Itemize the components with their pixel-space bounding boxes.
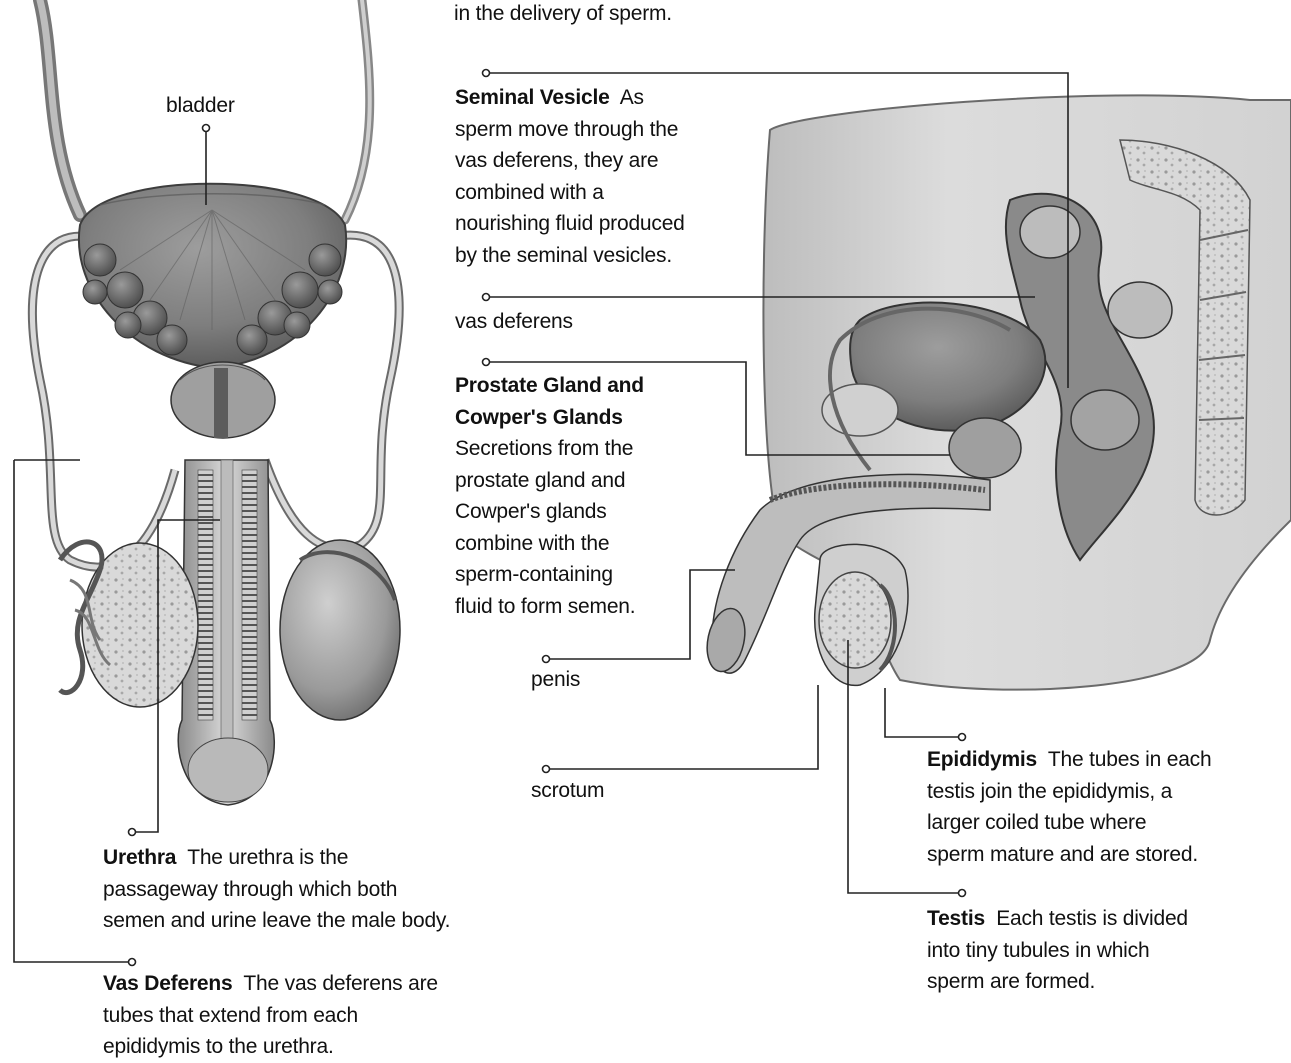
text-line: nourishing fluid produced xyxy=(455,208,685,240)
label-penis: penis xyxy=(531,664,580,696)
text-line: combined with a xyxy=(455,177,685,209)
text-line: by the seminal vesicles. xyxy=(455,240,685,272)
prostate-title-line: Prostate Gland and xyxy=(455,370,644,402)
label-vas-deferens: vas deferens xyxy=(455,306,573,338)
text-line: combine with the xyxy=(455,528,644,560)
label-bladder: bladder xyxy=(166,90,235,122)
text-line: testis join the epididymis, a xyxy=(927,776,1211,808)
text-line: As xyxy=(620,86,644,109)
epididymis-description: Epididymis The tubes in each testis join… xyxy=(927,744,1211,870)
text-line: semen and urine leave the male body. xyxy=(103,905,450,937)
text-line: The vas deferens are xyxy=(243,972,437,995)
text-line: Cowper's glands xyxy=(455,496,644,528)
text-line: epididymis to the urethra. xyxy=(103,1031,438,1063)
text-line: tubes that extend from each xyxy=(103,1000,438,1032)
text-line: The tubes in each xyxy=(1048,748,1212,771)
testis-title: Testis xyxy=(927,907,985,930)
prostate-description: Prostate Gland and Cowper's Glands Secre… xyxy=(455,370,644,622)
prostate-title-line: Cowper's Glands xyxy=(455,402,644,434)
text-line: into tiny tubules in which xyxy=(927,935,1188,967)
text-line: sperm mature and are stored. xyxy=(927,839,1211,871)
text-line: passageway through which both xyxy=(103,874,450,906)
epididymis-title: Epididymis xyxy=(927,748,1037,771)
urethra-title: Urethra xyxy=(103,846,176,869)
text-line: fluid to form semen. xyxy=(455,591,644,623)
sagittal-view xyxy=(702,95,1291,689)
seminal-vesicle-description: Seminal Vesicle As sperm move through th… xyxy=(455,82,685,271)
vas-deferens-description: Vas Deferens The vas deferens are tubes … xyxy=(103,968,438,1063)
text-line: prostate gland and xyxy=(455,465,644,497)
seminal-vesicle-title: Seminal Vesicle xyxy=(455,86,610,109)
vas-deferens-title: Vas Deferens xyxy=(103,972,233,995)
text-line: sperm-containing xyxy=(455,559,644,591)
text-line: The urethra is the xyxy=(187,846,348,869)
urethra-description: Urethra The urethra is the passageway th… xyxy=(103,842,450,937)
text-line: sperm move through the xyxy=(455,114,685,146)
top-text-fragment: in the delivery of sperm. xyxy=(454,0,672,30)
text-line: sperm are formed. xyxy=(927,966,1188,998)
text-line: Each testis is divided xyxy=(996,907,1188,930)
text-line: larger coiled tube where xyxy=(927,807,1211,839)
text-line: Secretions from the xyxy=(455,433,644,465)
text-line: vas deferens, they are xyxy=(455,145,685,177)
label-scrotum: scrotum xyxy=(531,775,604,807)
testis-description: Testis Each testis is divided into tiny … xyxy=(927,903,1188,998)
